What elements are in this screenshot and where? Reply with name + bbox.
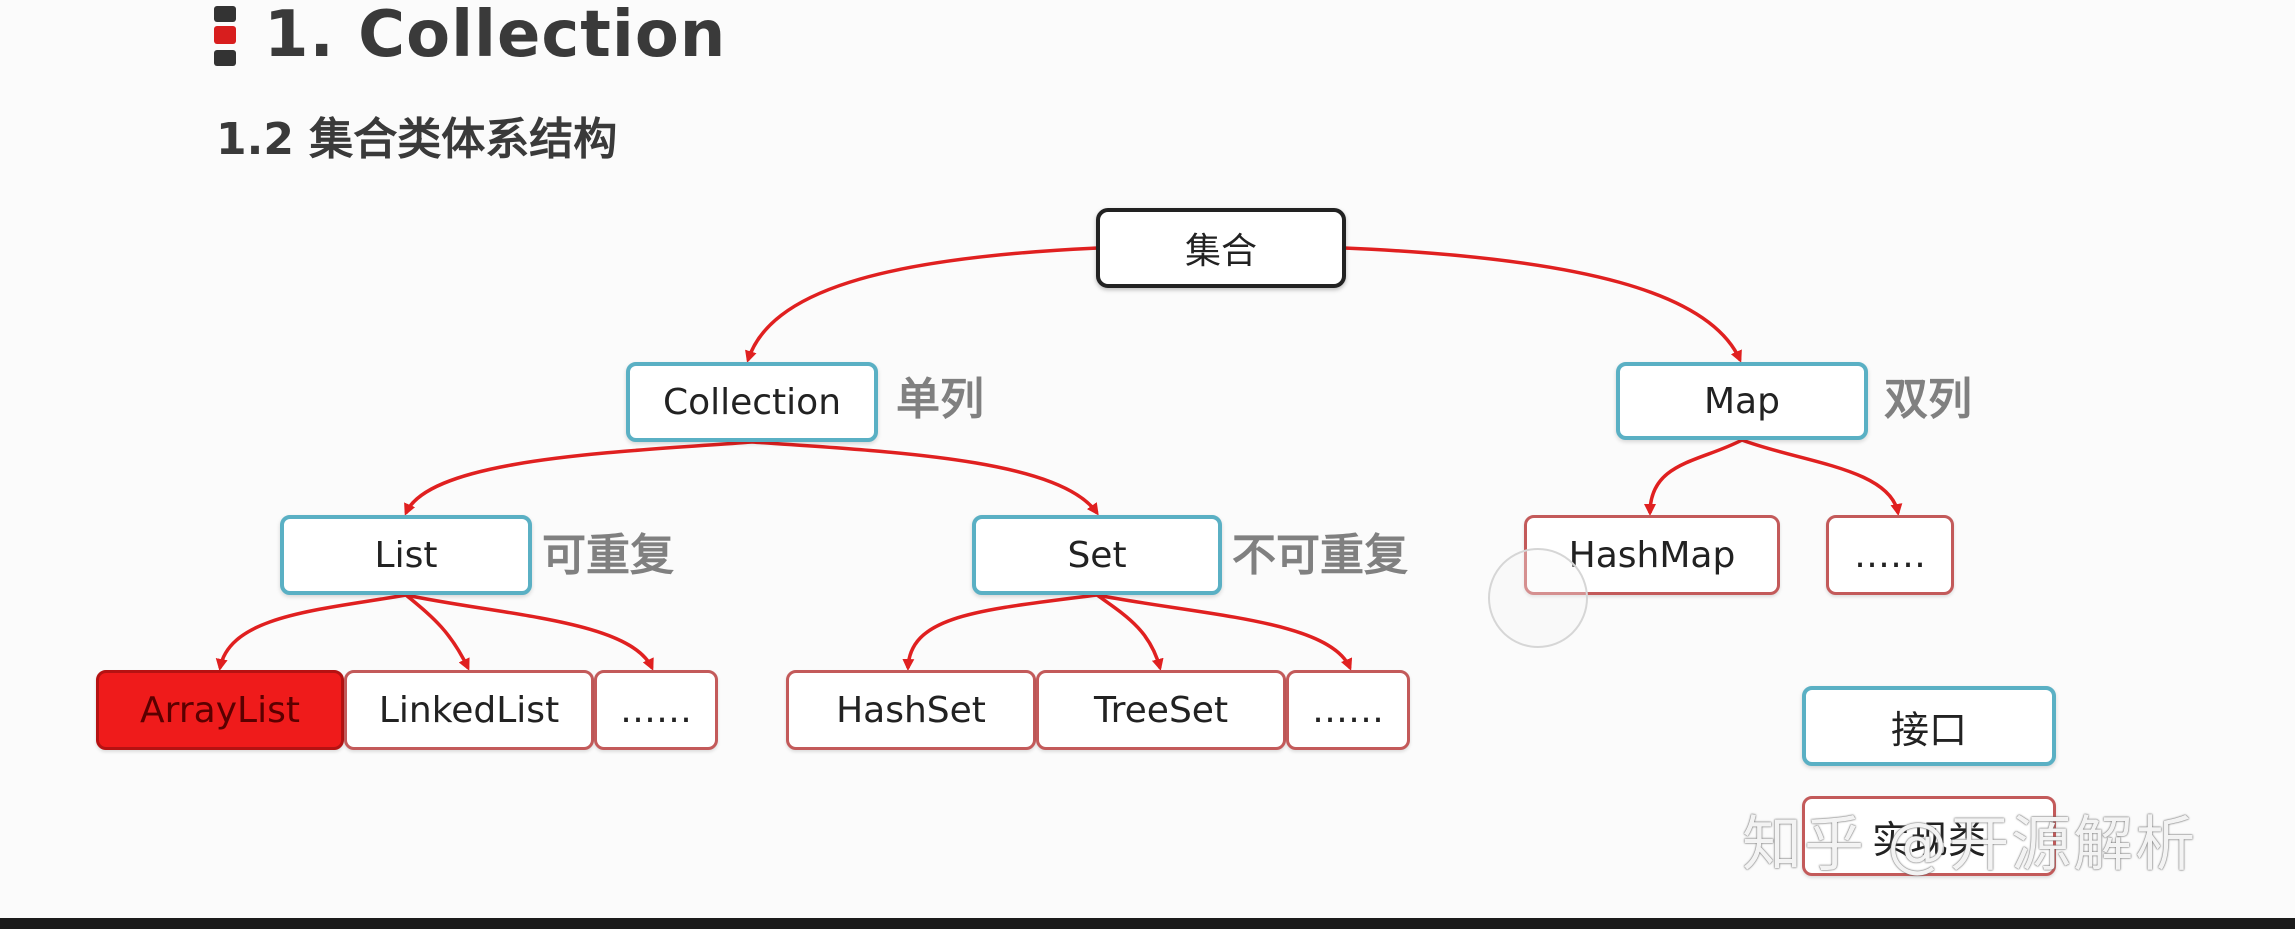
arrow-list-to-more [405, 593, 654, 671]
node-list-more: …… [594, 670, 718, 750]
node-set-more: …… [1286, 670, 1410, 750]
note-single-column: 单列 [896, 374, 984, 425]
node-collections-root: 集合 [1096, 208, 1346, 288]
legend-implementation: 实现类 [1802, 796, 2056, 876]
arrow-set-to-hashset [902, 593, 1098, 671]
arrow-collection-to-set [751, 440, 1099, 516]
logo-mark-middle [214, 26, 236, 44]
arrow-list-to-arraylist [215, 593, 407, 671]
logo-mark-bottom [214, 50, 236, 66]
arrow-set-to-more [1096, 593, 1353, 671]
note-no-duplicates: 不可重复 [1232, 530, 1408, 581]
arrow-list-to-linkedlist [404, 593, 470, 671]
legend-interface: 接口 [1802, 686, 2056, 766]
node-hashset: HashSet [786, 670, 1036, 750]
section-heading: 1.2 集合类体系结构 [216, 114, 618, 165]
arrow-set-to-treeset [1095, 593, 1164, 671]
node-collection: Collection [626, 362, 878, 442]
note-duplicates-allowed: 可重复 [542, 530, 674, 581]
cursor-ring [1488, 548, 1588, 648]
arrow-map-to-more [1741, 438, 1903, 516]
node-map-more: …… [1826, 515, 1954, 595]
node-map: Map [1616, 362, 1868, 440]
page-title: 1. Collection [264, 0, 727, 72]
logo-mark-top [214, 6, 236, 22]
node-list: List [280, 515, 532, 595]
node-set: Set [972, 515, 1222, 595]
arrow-collection-to-list [404, 440, 753, 516]
node-linkedlist: LinkedList [344, 670, 594, 750]
bottom-bar [0, 918, 2295, 929]
note-double-column: 双列 [1884, 374, 1972, 425]
zhihu-watermark: 知乎 @开源解析 [1742, 810, 2198, 880]
arrow-map-to-hashmap [1644, 438, 1743, 516]
node-treeset: TreeSet [1036, 670, 1286, 750]
arrow-root-to-map [1343, 246, 1742, 363]
arrow-root-to-collection [745, 246, 1099, 363]
node-arraylist: ArrayList [96, 670, 344, 750]
